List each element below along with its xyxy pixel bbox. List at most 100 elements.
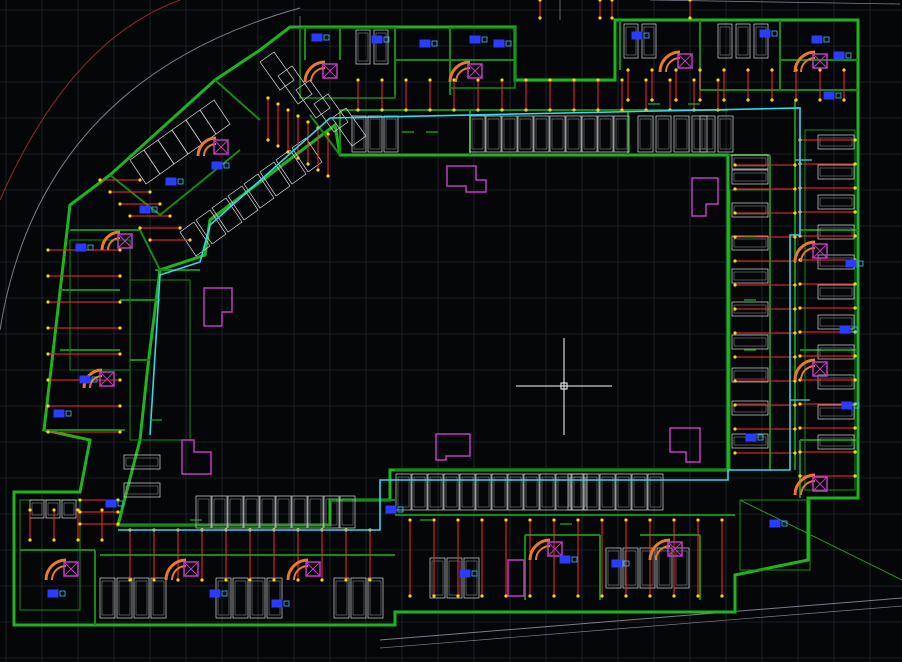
blue-equipment-symbols bbox=[47, 29, 864, 608]
site-road-line bbox=[379, 597, 902, 641]
equipment-symbol bbox=[209, 589, 221, 598]
sprinkler-head bbox=[722, 98, 726, 102]
sprinkler-head bbox=[116, 522, 120, 526]
parking-bay bbox=[463, 557, 480, 599]
sprinkler-head bbox=[548, 78, 552, 82]
sprinkler-head bbox=[596, 108, 600, 112]
sprinkler-head bbox=[266, 96, 270, 100]
parking-bay bbox=[211, 197, 243, 233]
car-outline bbox=[535, 118, 548, 150]
sprinkler-head bbox=[46, 326, 50, 330]
car-outline bbox=[641, 550, 654, 586]
car-outline bbox=[63, 502, 75, 516]
sprinkler-head bbox=[272, 578, 276, 582]
parking-bay bbox=[291, 495, 308, 529]
stair-flight bbox=[44, 558, 67, 581]
equipment-symbol bbox=[371, 35, 383, 44]
car-outline bbox=[229, 498, 242, 526]
car-outline bbox=[733, 157, 767, 167]
parking-bay bbox=[817, 194, 855, 210]
sprinkler-head bbox=[128, 578, 132, 582]
sprinkler-head bbox=[720, 518, 724, 522]
lift-shaft bbox=[467, 63, 483, 79]
lift-shaft bbox=[812, 476, 828, 492]
axis-line bbox=[739, 499, 902, 581]
sprinkler-head bbox=[746, 98, 750, 102]
parking-bay bbox=[549, 115, 566, 153]
equipment-tag bbox=[91, 376, 98, 383]
sprinkler-head bbox=[720, 594, 724, 598]
east-bay-band bbox=[804, 129, 856, 491]
sprinkler-head bbox=[78, 522, 82, 526]
parking-bay bbox=[717, 23, 733, 59]
lift-shaft bbox=[812, 53, 828, 69]
sprinkler-head bbox=[176, 578, 180, 582]
equipment-tag bbox=[383, 36, 390, 43]
parking-bay bbox=[355, 29, 371, 65]
sprinkler-head bbox=[118, 378, 122, 382]
car-outline bbox=[541, 476, 554, 508]
parking-bay bbox=[179, 221, 211, 257]
sprinkler-head bbox=[688, 0, 692, 2]
sprinkler-head bbox=[716, 78, 720, 82]
sprinkler-head bbox=[224, 578, 228, 582]
equipment-tag bbox=[65, 410, 72, 417]
sprinkler-head bbox=[733, 331, 737, 335]
equipment-tag bbox=[223, 162, 230, 169]
sprinkler-head bbox=[100, 508, 104, 512]
sprinkler-head bbox=[624, 518, 628, 522]
site-arc bbox=[0, 7, 301, 331]
parking-bay bbox=[533, 115, 550, 153]
parking-bay bbox=[817, 314, 855, 330]
car-outline bbox=[234, 580, 247, 616]
stair-flight bbox=[528, 538, 551, 561]
sprinkler-head bbox=[733, 163, 737, 167]
parking-bay bbox=[446, 557, 463, 599]
sprinkler-head bbox=[793, 187, 797, 191]
car-outline bbox=[125, 485, 159, 495]
equipment-symbol bbox=[823, 91, 835, 100]
parking-bay bbox=[427, 473, 444, 511]
sprinkler-head bbox=[733, 283, 737, 287]
sprinkler-head bbox=[696, 518, 700, 522]
sprinkler-head bbox=[648, 518, 652, 522]
parking-bay bbox=[475, 473, 492, 511]
equipment-tag bbox=[623, 560, 630, 567]
car-outline bbox=[583, 118, 596, 150]
parking-bay bbox=[639, 547, 656, 589]
service-room bbox=[299, 27, 396, 99]
parking-bay bbox=[307, 495, 324, 529]
stair-flight bbox=[793, 473, 816, 496]
se-room bbox=[739, 499, 811, 571]
sprinkler-head bbox=[793, 163, 797, 167]
car-outline bbox=[633, 476, 646, 508]
equipment-tag bbox=[853, 402, 860, 409]
lift-cross bbox=[812, 243, 828, 259]
sprinkler-head bbox=[798, 306, 802, 310]
parking-bay bbox=[731, 268, 769, 284]
sprinkler-head bbox=[380, 78, 384, 82]
sprinkler-head bbox=[853, 450, 857, 454]
sprinkler-head bbox=[248, 578, 252, 582]
sprinkler-head bbox=[596, 78, 600, 82]
stair-flight bbox=[793, 358, 816, 381]
equipment-tag bbox=[471, 570, 478, 577]
shaft-outline bbox=[435, 433, 471, 461]
parking-bay bbox=[507, 473, 524, 511]
sprinkler-head bbox=[853, 162, 857, 166]
sprinkler-head bbox=[798, 474, 802, 478]
sprinkler-head bbox=[46, 352, 50, 356]
parking-bay bbox=[459, 473, 476, 511]
parking-bay bbox=[565, 115, 582, 153]
sprinkler-head bbox=[650, 98, 654, 102]
sprinkler-head bbox=[842, 98, 846, 102]
equipment-symbol bbox=[105, 499, 117, 508]
sprinkler-head bbox=[626, 98, 630, 102]
stair-flight bbox=[793, 50, 816, 73]
lift-shaft bbox=[812, 243, 828, 259]
sprinkler-head bbox=[286, 108, 290, 112]
car-outline bbox=[624, 550, 637, 586]
car-outline bbox=[658, 550, 671, 586]
